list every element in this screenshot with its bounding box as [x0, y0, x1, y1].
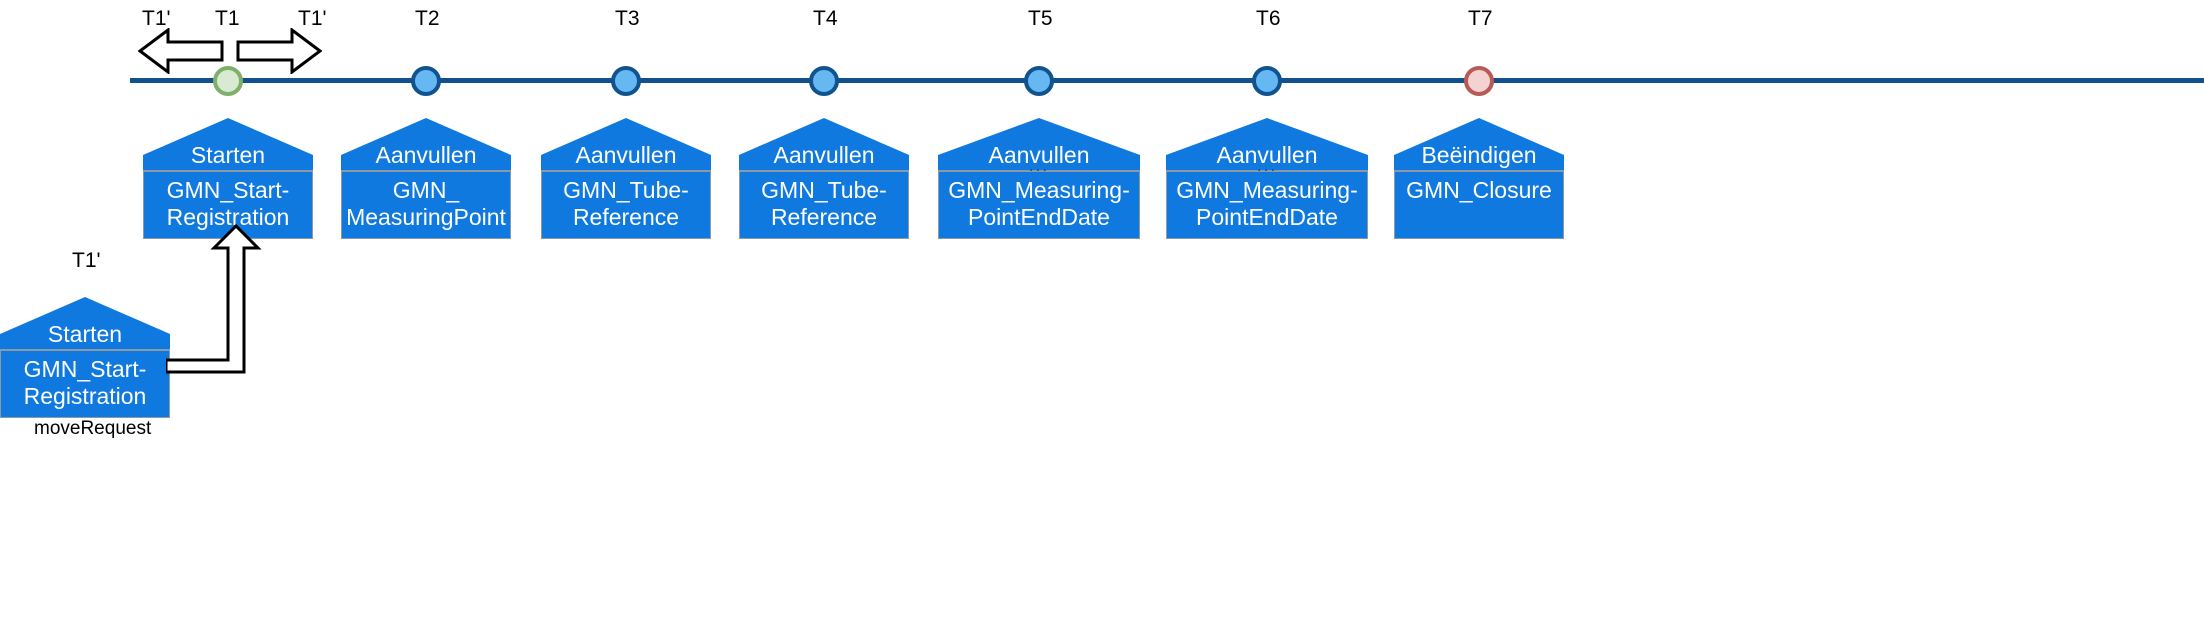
- card-header: Aanvullen ...: [938, 118, 1140, 174]
- card-header-label: Aanvullen: [1216, 141, 1318, 168]
- pentagon-peak-shape: [1394, 118, 1564, 170]
- moverequest-to-card1-arrow: [164, 222, 266, 377]
- card-body: GMN_Tube- Reference: [541, 170, 711, 240]
- card-body: GMN_Start- Registration: [143, 170, 313, 240]
- card-header-label: Aanvullen: [575, 141, 677, 168]
- pentagon-peak-shape: [0, 297, 170, 349]
- moverequest-tlabel: T1': [72, 249, 101, 272]
- timeline-label-t6: T6: [1256, 7, 1281, 30]
- card-body-line: MeasuringPoint: [346, 203, 506, 230]
- timeline-label-t1: T1: [215, 7, 240, 30]
- card-header-ellipsis: ...: [1256, 156, 1278, 175]
- event-card-beeindigen-gmn-closure[interactable]: Beëindigen GMN_Closure: [1394, 118, 1564, 239]
- left-shift-arrow-icon: [137, 27, 224, 75]
- card-header-label: Aanvullen: [988, 141, 1090, 168]
- right-shift-arrow-icon: [236, 27, 323, 75]
- card-body: GMN_Closure: [1394, 170, 1564, 239]
- timeline-node-t6[interactable]: [1252, 66, 1282, 96]
- timeline-label-t1-prime-right: T1': [298, 7, 327, 30]
- moverequest-card-starten-gmn-start-registration[interactable]: Starten GMN_Start- Registration: [0, 297, 170, 419]
- card-body: GMN_ MeasuringPoint: [341, 170, 511, 240]
- card-header: Starten: [0, 297, 170, 349]
- event-card-aanvullen-gmn-measuringpointenddate-1[interactable]: Aanvullen ... GMN_Measuring- PointEndDat…: [938, 118, 1140, 240]
- card-body-line: GMN_Start-: [23, 356, 147, 382]
- timeline-node-t7[interactable]: [1464, 66, 1494, 96]
- timeline-node-t1[interactable]: [213, 66, 243, 96]
- timeline-node-t3[interactable]: [611, 66, 641, 96]
- card-header-label: Aanvullen: [375, 141, 477, 168]
- pentagon-peak-shape: [938, 118, 1140, 170]
- card-header: Aanvullen ...: [1166, 118, 1368, 174]
- card-body-line: Registration: [166, 203, 290, 230]
- card-body-line: GMN_: [392, 177, 460, 203]
- event-card-aanvullen-gmn-tubereference-2[interactable]: Aanvullen GMN_Tube- Reference: [739, 118, 909, 240]
- card-body-line: GMN_Tube-: [563, 177, 689, 203]
- card-body-line: Reference: [770, 203, 878, 230]
- card-body-line: GMN_Measuring-: [948, 177, 1130, 203]
- timeline-node-t5[interactable]: [1024, 66, 1054, 96]
- timeline-label-t7: T7: [1468, 7, 1493, 30]
- card-header: Aanvullen: [341, 118, 511, 170]
- card-header-ellipsis: ...: [1028, 156, 1050, 175]
- card-body-line: PointEndDate: [1196, 203, 1338, 230]
- card-body-line: GMN_Tube-: [761, 177, 887, 203]
- pentagon-peak-shape: [541, 118, 711, 170]
- card-header: Starten: [143, 118, 313, 170]
- card-body: GMN_Measuring- PointEndDate: [938, 170, 1140, 240]
- timeline-label-t4: T4: [813, 7, 838, 30]
- pentagon-peak-shape: [1166, 118, 1368, 170]
- card-body-line: GMN_Measuring-: [1176, 177, 1358, 203]
- timeline-label-t1-prime-left: T1': [142, 7, 171, 30]
- timeline-node-t2[interactable]: [411, 66, 441, 96]
- card-body-line: Registration: [23, 382, 147, 409]
- moverequest-caption: moveRequest: [34, 418, 152, 439]
- card-body-line: PointEndDate: [968, 203, 1110, 230]
- timeline-label-t5: T5: [1028, 7, 1053, 30]
- card-body: GMN_Tube- Reference: [739, 170, 909, 240]
- card-header-label: Aanvullen: [773, 141, 875, 168]
- card-header-label: Beëindigen: [1421, 141, 1537, 168]
- card-body-line: GMN_Start-: [166, 177, 290, 203]
- card-body: GMN_Measuring- PointEndDate: [1166, 170, 1368, 240]
- card-header-label: Starten: [47, 320, 123, 347]
- timeline-axis: [130, 78, 2204, 83]
- pentagon-peak-shape: [739, 118, 909, 170]
- card-body-line: Reference: [572, 203, 680, 230]
- card-header: Beëindigen: [1394, 118, 1564, 170]
- card-body: GMN_Start- Registration: [0, 349, 170, 419]
- event-card-aanvullen-gmn-measuringpointenddate-2[interactable]: Aanvullen ... GMN_Measuring- PointEndDat…: [1166, 118, 1368, 240]
- pentagon-peak-shape: [341, 118, 511, 170]
- event-card-aanvullen-gmn-tubereference-1[interactable]: Aanvullen GMN_Tube- Reference: [541, 118, 711, 240]
- timeline-label-t3: T3: [615, 7, 640, 30]
- card-header: Aanvullen: [739, 118, 909, 170]
- timeline-node-t4[interactable]: [809, 66, 839, 96]
- card-header: Aanvullen: [541, 118, 711, 170]
- event-card-aanvullen-gmn-measuringpoint[interactable]: Aanvullen GMN_ MeasuringPoint: [341, 118, 511, 240]
- card-header-label: Starten: [190, 141, 266, 168]
- timeline-label-t2: T2: [415, 7, 440, 30]
- event-card-starten-gmn-start-registration[interactable]: Starten GMN_Start- Registration: [143, 118, 313, 240]
- pentagon-peak-shape: [143, 118, 313, 170]
- card-body-line: GMN_Closure: [1406, 177, 1552, 203]
